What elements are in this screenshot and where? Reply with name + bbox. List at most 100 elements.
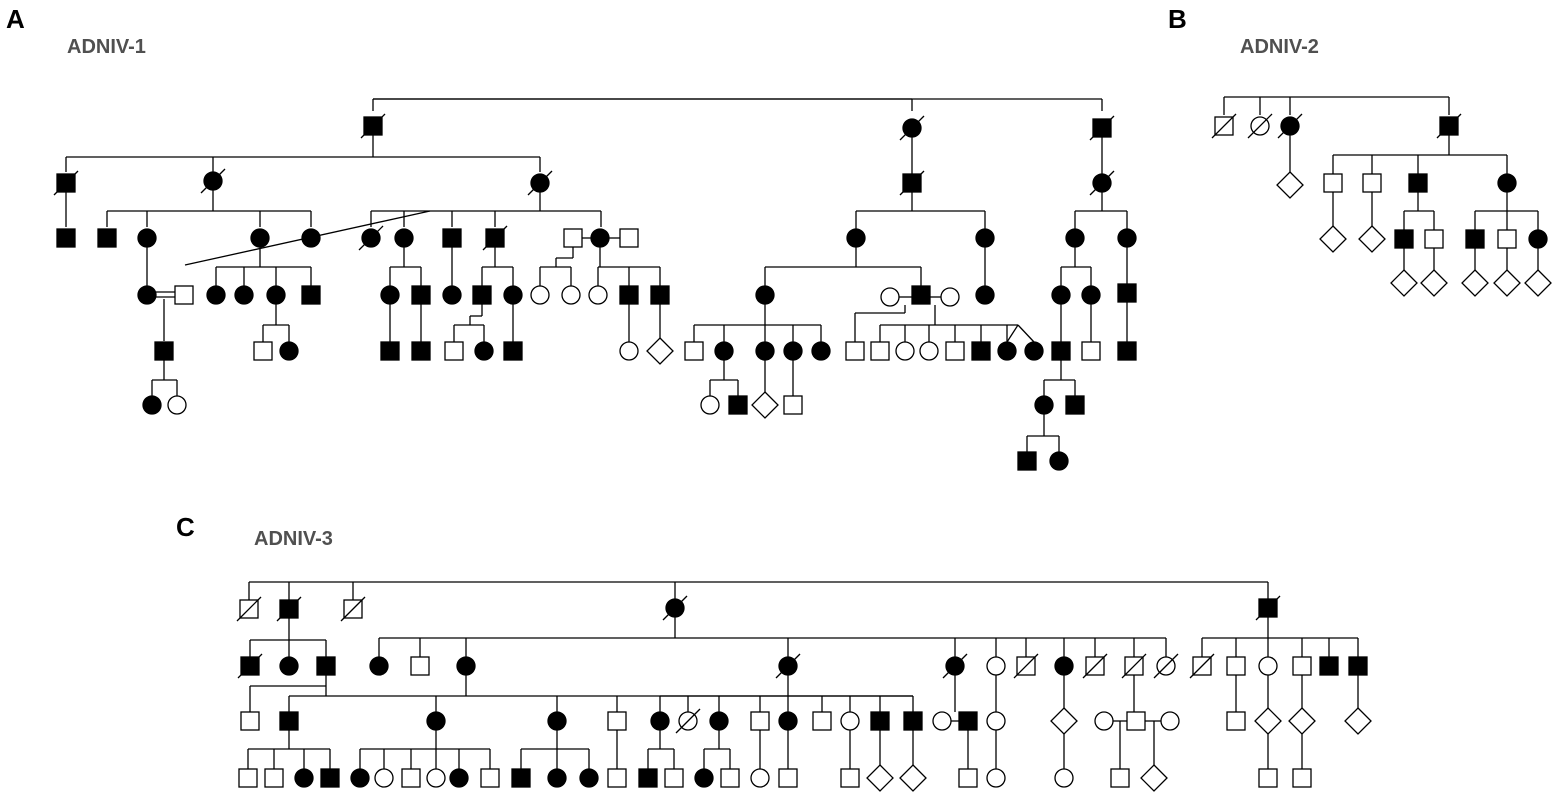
affected-male-symbol: [1065, 395, 1085, 415]
affected-male-symbol: [971, 341, 991, 361]
deceased-slash: [1089, 115, 1115, 141]
affected-male-symbol: [911, 285, 931, 305]
unaffected-male-symbol: [607, 711, 627, 731]
affected-female-symbol: [250, 228, 270, 248]
affected-female-symbol: [547, 711, 567, 731]
deceased-slash: [1436, 113, 1462, 139]
unaffected-female-symbol: [619, 341, 639, 361]
affected-female-symbol: [474, 341, 494, 361]
deceased-slash: [899, 115, 925, 141]
unaffected-male-symbol: [945, 341, 965, 361]
affected-female-symbol: [1049, 451, 1069, 471]
unaffected-female-symbol: [880, 287, 900, 307]
deceased-slash: [1189, 653, 1215, 679]
affected-female-symbol: [137, 285, 157, 305]
affected-female-symbol: [234, 285, 254, 305]
affected-female-symbol: [1065, 228, 1085, 248]
affected-female-symbol: [449, 768, 469, 788]
family-title-adniv-3: ADNIV-3: [254, 528, 333, 550]
unaffected-female-symbol: [750, 768, 770, 788]
affected-female-symbol: [279, 656, 299, 676]
unaffected-male-symbol: [783, 395, 803, 415]
unaffected-female-symbol: [986, 656, 1006, 676]
unknown-sex-symbol: [1461, 269, 1489, 297]
affected-male-symbol: [1017, 451, 1037, 471]
affected-female-symbol: [1528, 229, 1548, 249]
unaffected-female-symbol: [840, 711, 860, 731]
unaffected-male-symbol: [778, 768, 798, 788]
affected-female-symbol: [709, 711, 729, 731]
unaffected-male-symbol: [619, 228, 639, 248]
unknown-sex-symbol: [1140, 764, 1168, 792]
affected-male-symbol: [316, 656, 336, 676]
affected-female-symbol: [755, 285, 775, 305]
affected-female-symbol: [975, 228, 995, 248]
affected-female-symbol: [1034, 395, 1054, 415]
deceased-slash: [276, 596, 302, 622]
affected-male-symbol: [56, 228, 76, 248]
unknown-sex-symbol: [1319, 225, 1347, 253]
affected-female-symbol: [206, 285, 226, 305]
pedigree-line: [184, 210, 431, 266]
unknown-sex-symbol: [1288, 707, 1316, 735]
affected-female-symbol: [350, 768, 370, 788]
unaffected-male-symbol: [812, 711, 832, 731]
unaffected-female-symbol: [167, 395, 187, 415]
affected-male-symbol: [442, 228, 462, 248]
unaffected-female-symbol: [588, 285, 608, 305]
affected-female-symbol: [369, 656, 389, 676]
unaffected-female-symbol: [1094, 711, 1114, 731]
deceased-slash: [775, 653, 801, 679]
affected-male-symbol: [97, 228, 117, 248]
unaffected-female-symbol: [986, 711, 1006, 731]
unaffected-male-symbol: [840, 768, 860, 788]
affected-female-symbol: [380, 285, 400, 305]
affected-male-symbol: [638, 768, 658, 788]
unaffected-female-symbol: [561, 285, 581, 305]
unknown-sex-symbol: [1358, 225, 1386, 253]
affected-female-symbol: [266, 285, 286, 305]
deceased-slash: [1277, 113, 1303, 139]
unknown-sex-symbol: [1493, 269, 1521, 297]
affected-female-symbol: [1051, 285, 1071, 305]
affected-male-symbol: [619, 285, 639, 305]
unaffected-female-symbol: [940, 287, 960, 307]
unaffected-male-symbol: [1292, 768, 1312, 788]
unaffected-female-symbol: [426, 768, 446, 788]
affected-male-symbol: [1408, 173, 1428, 193]
affected-female-symbol: [650, 711, 670, 731]
affected-female-symbol: [1497, 173, 1517, 193]
deceased-slash: [899, 170, 925, 196]
affected-female-symbol: [547, 768, 567, 788]
affected-male-symbol: [320, 768, 340, 788]
unaffected-male-symbol: [240, 711, 260, 731]
affected-female-symbol: [442, 285, 462, 305]
panel-letter-a: A: [6, 4, 25, 34]
unaffected-male-symbol: [1226, 711, 1246, 731]
unaffected-male-symbol: [401, 768, 421, 788]
affected-female-symbol: [1081, 285, 1101, 305]
affected-female-symbol: [811, 341, 831, 361]
affected-male-symbol: [472, 285, 492, 305]
unaffected-male-symbol: [1424, 229, 1444, 249]
affected-female-symbol: [294, 768, 314, 788]
unknown-sex-symbol: [1276, 171, 1304, 199]
unaffected-female-symbol: [1054, 768, 1074, 788]
affected-male-symbol: [650, 285, 670, 305]
deceased-slash: [675, 708, 701, 734]
unaffected-male-symbol: [264, 768, 284, 788]
unaffected-male-symbol: [750, 711, 770, 731]
affected-female-symbol: [579, 768, 599, 788]
unaffected-male-symbol: [174, 285, 194, 305]
affected-female-symbol: [426, 711, 446, 731]
unaffected-male-symbol: [480, 768, 500, 788]
unaffected-male-symbol: [1110, 768, 1130, 788]
affected-male-symbol: [870, 711, 890, 731]
affected-female-symbol: [142, 395, 162, 415]
affected-female-symbol: [503, 285, 523, 305]
deceased-slash: [527, 170, 553, 196]
affected-female-symbol: [975, 285, 995, 305]
unaffected-male-symbol: [563, 228, 583, 248]
affected-male-symbol: [154, 341, 174, 361]
deceased-slash: [482, 225, 508, 251]
